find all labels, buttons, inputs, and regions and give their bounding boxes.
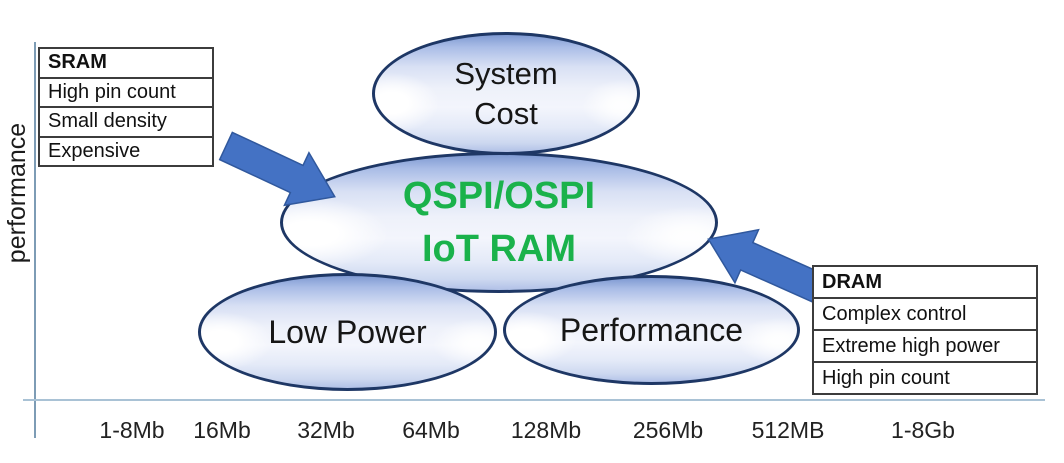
x-tick-label: 1-8Mb [99,417,165,443]
low-power-label: Low Power [268,313,427,350]
y-axis-line [34,42,36,438]
bubble-performance: Performance [503,275,800,385]
x-tick-label: 16Mb [193,417,251,443]
dram-callout-row: High pin count [822,366,950,389]
x-axis-line [23,399,1045,401]
system-cost-line2: Cost [474,95,538,131]
dram-callout-title: DRAM [814,267,1036,299]
x-tick-label: 256Mb [632,417,704,443]
sram-callout-row: High pin count [40,79,212,108]
iot-ram-line2: IoT RAM [421,227,577,270]
sram-arrow-icon [218,131,336,207]
sram-callout: SRAM High pin count Small density Expens… [38,47,214,167]
bubble-iot-ram: QSPI/OSPI IoT RAM [280,152,718,293]
system-cost-label: System Cost [454,54,557,133]
dram-callout-row: Complex control [814,299,1036,331]
performance-label: Performance [559,311,744,348]
sram-callout-row: Small density [40,108,212,138]
sram-callout-row: Expensive [48,139,141,162]
x-tick-label: 1-8Gb [891,417,955,443]
bubble-low-power: Low Power [198,273,497,391]
x-tick-label: 32Mb [297,417,355,443]
sram-callout-title: SRAM [40,49,212,79]
iot-ram-label: QSPI/OSPI IoT RAM [403,170,595,275]
system-cost-line1: System [454,55,558,91]
dram-callout: DRAM Complex control Extreme high power … [812,265,1038,395]
iot-ram-line1: QSPI/OSPI [402,175,596,218]
x-tick-label: 64Mb [402,417,460,443]
dram-callout-row: Extreme high power [814,331,1036,363]
x-tick-label: 512MB [751,417,825,443]
x-tick-label: 128Mb [510,417,582,443]
dram-arrow-icon [707,228,826,303]
